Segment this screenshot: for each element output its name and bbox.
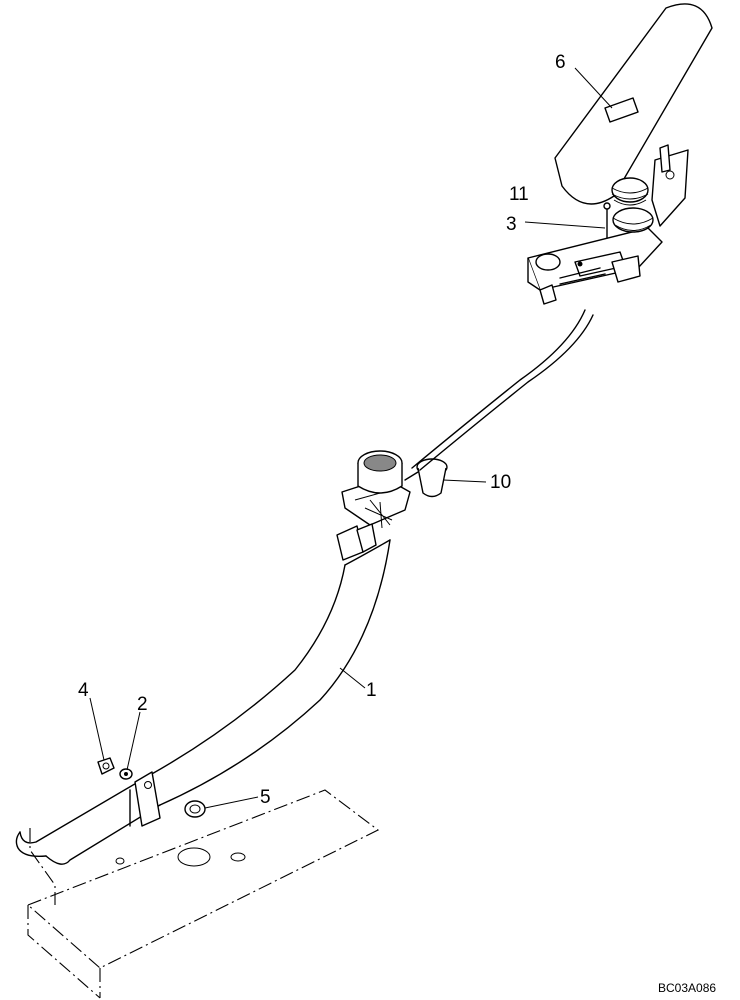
floor-plate bbox=[26, 789, 380, 999]
callout-6: 6 bbox=[555, 52, 566, 73]
pedal-cable bbox=[411, 309, 594, 471]
callout-5: 5 bbox=[260, 787, 271, 808]
pedal-mechanism bbox=[527, 144, 689, 305]
callout-11: 11 bbox=[509, 184, 529, 205]
harness-clip bbox=[404, 458, 448, 498]
pedal-label-plate bbox=[604, 97, 639, 123]
callout-3: 3 bbox=[506, 214, 517, 235]
callout-4: 4 bbox=[78, 680, 89, 701]
mounting-bracket bbox=[129, 771, 161, 827]
callout-1: 1 bbox=[366, 680, 377, 701]
washer-small bbox=[119, 768, 133, 780]
floor-hole-tiny bbox=[115, 857, 125, 865]
pedal-pad bbox=[554, 3, 713, 205]
leader-lines bbox=[89, 67, 613, 809]
floor-hole-large bbox=[177, 847, 211, 867]
drawing-code: BC03A086 bbox=[658, 981, 716, 995]
grommet bbox=[184, 800, 206, 818]
wire-harness bbox=[15, 539, 391, 865]
lock-nut bbox=[97, 757, 115, 775]
callout-10: 10 bbox=[490, 472, 511, 493]
callout-2: 2 bbox=[137, 694, 148, 715]
harness-connector-block bbox=[336, 450, 411, 561]
floor-hole-small bbox=[230, 852, 246, 862]
